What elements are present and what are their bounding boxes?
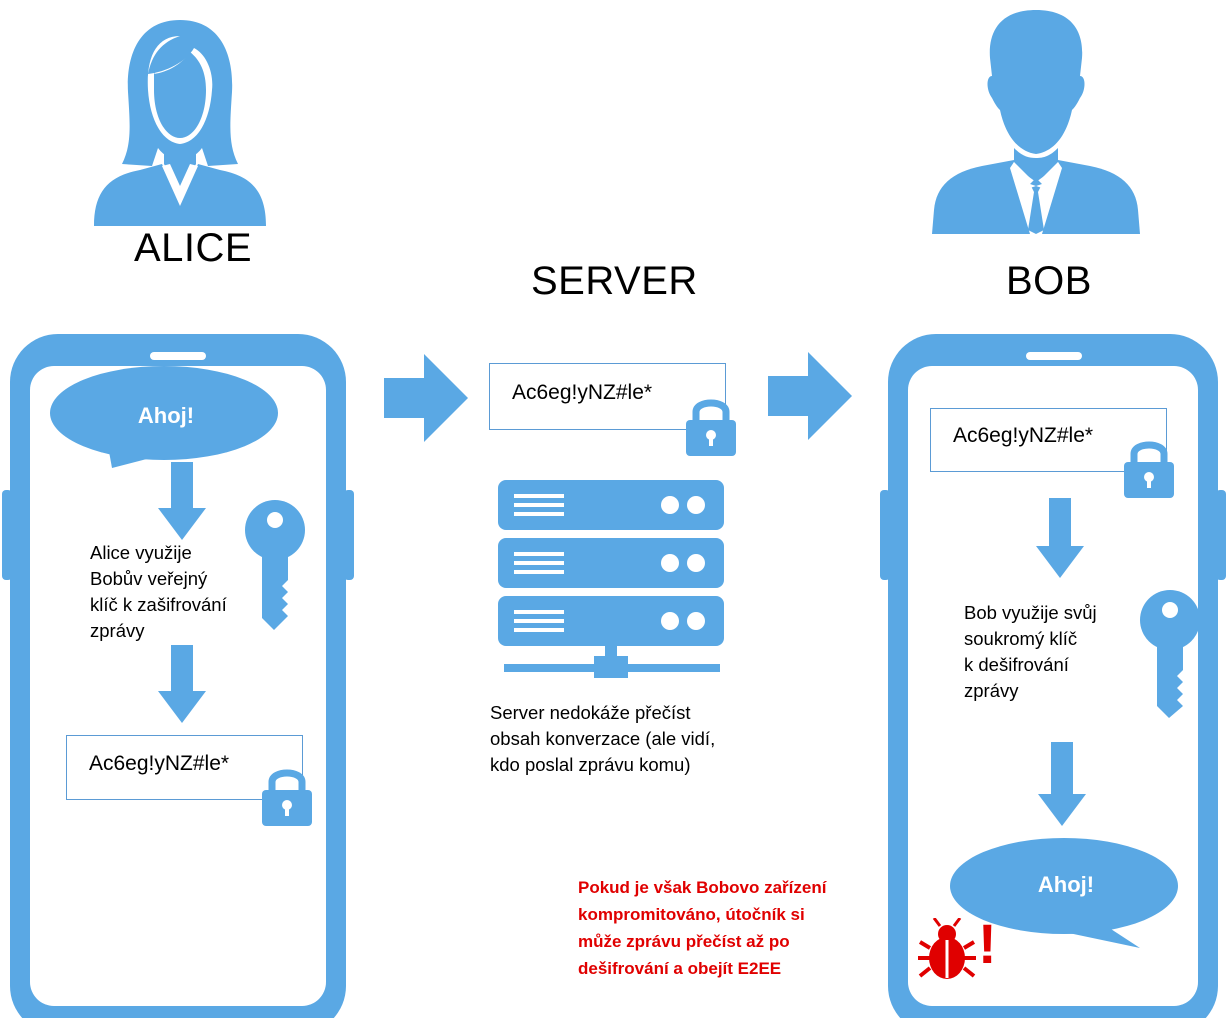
warning-line: Pokud je však Bobovo zařízení [578, 878, 827, 897]
warning-line: může zprávu přečíst až po [578, 932, 790, 951]
man-avatar-icon [932, 10, 1140, 234]
server-label: SERVER [531, 259, 698, 303]
alice-step-line: Bobův veřejný [90, 568, 208, 589]
server-cipher-box: Ac6eg!yNZ#le* [489, 363, 726, 430]
server-note-line: kdo poslal zprávu komu) [490, 754, 691, 775]
bob-bubble-text: Ahoj! [1037, 872, 1095, 897]
bob-label: BOB [1006, 259, 1092, 303]
warning-text: Pokud je však Bobovo zařízení kompromito… [578, 874, 826, 982]
bob-down-arrow-1 [1036, 498, 1084, 578]
bob-step-line: k dešifrování [964, 654, 1069, 675]
bob-cipher-box: Ac6eg!yNZ#le* [930, 408, 1167, 472]
bob-step-line: Bob využije svůj [964, 602, 1097, 623]
public-key-icon [245, 500, 305, 630]
bob-cipher-text: Ac6eg!yNZ#le* [953, 424, 1094, 447]
server-note: Server nedokáže přečíst obsah konverzace… [490, 700, 715, 778]
lock-icon [1124, 441, 1174, 498]
alice-cipher-box: Ac6eg!yNZ#le* [66, 735, 303, 800]
bug-icon [918, 918, 976, 979]
right-arrow-2 [768, 352, 852, 440]
alice-cipher-text: Ac6eg!yNZ#le* [89, 752, 230, 775]
server-note-line: Server nedokáže přečíst [490, 702, 691, 723]
bob-step-line: zprávy [964, 680, 1019, 701]
warning-line: dešifrování a obejít E2EE [578, 959, 782, 978]
server-cipher-text: Ac6eg!yNZ#le* [512, 381, 653, 404]
alice-step-line: Alice využije [90, 542, 192, 563]
alice-step-line: zprávy [90, 620, 145, 641]
woman-avatar-icon [94, 20, 266, 226]
bob-message-bubble [950, 838, 1178, 948]
right-arrow-1 [384, 354, 468, 442]
warning-line: kompromitováno, útočník si [578, 905, 805, 924]
alice-bubble-text: Ahoj! [137, 403, 195, 428]
alice-down-arrow-1 [158, 462, 206, 540]
server-rack-icon [498, 480, 724, 678]
alert-exclamation: ! [978, 912, 997, 975]
lock-icon [686, 399, 736, 456]
alice-step-text: Alice využije Bobův veřejný klíč k zašif… [90, 540, 227, 644]
alice-step-line: klíč k zašifrování [90, 594, 227, 615]
bob-step-line: soukromý klíč [964, 628, 1078, 649]
private-key-icon [1140, 590, 1200, 718]
lock-icon [262, 769, 312, 826]
alice-message-bubble [50, 366, 278, 468]
server-note-line: obsah konverzace (ale vidí, [490, 728, 716, 749]
alice-down-arrow-2 [158, 645, 206, 723]
bob-down-arrow-2 [1038, 742, 1086, 826]
alice-label: ALICE [134, 226, 253, 270]
bob-step-text: Bob využije svůj soukromý klíč k dešifro… [964, 600, 1097, 704]
